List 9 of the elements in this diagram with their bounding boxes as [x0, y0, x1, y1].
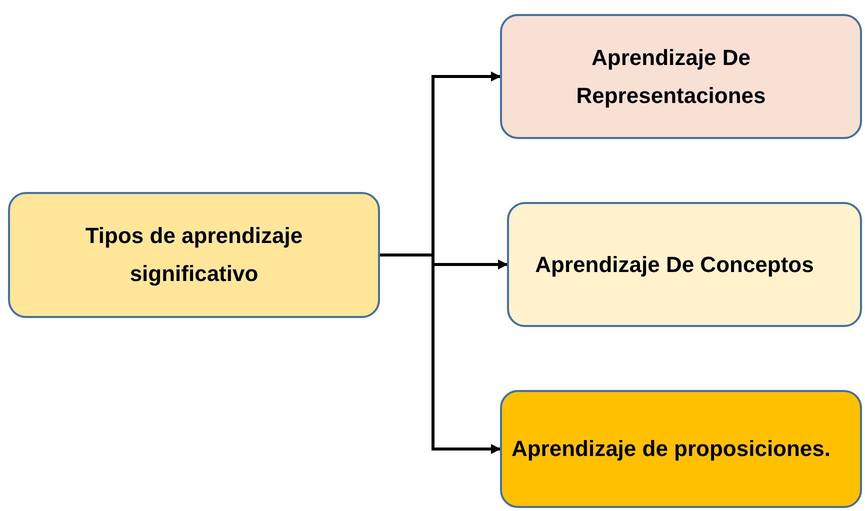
arrow [380, 254, 501, 454]
process-box [8, 192, 380, 318]
box-label: Tipos de aprendizaje significativo [84, 222, 304, 288]
box-label: Aprendizaje De Conceptos [535, 250, 814, 279]
process-box [507, 202, 862, 327]
process-box [500, 390, 862, 508]
box-label: Aprendizaje de proposiciones. [511, 435, 831, 463]
process-box [500, 14, 862, 139]
box-label: Aprendizaje De Representaciones [575, 44, 767, 110]
